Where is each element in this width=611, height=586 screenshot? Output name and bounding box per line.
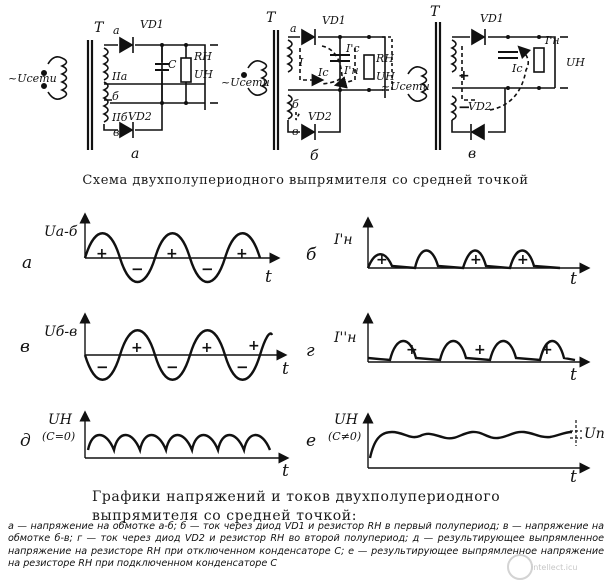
graph-g-plus-1: +: [406, 342, 418, 358]
graph-b-plus-1: +: [376, 252, 388, 268]
graph-v-minus-3: −: [236, 358, 249, 376]
graph-v-letter: в: [20, 337, 30, 357]
label-res-b: RН: [375, 52, 394, 65]
primary-coil: [60, 57, 68, 99]
label-vd2-v: VD2: [468, 100, 492, 113]
graph-e-ylabel2: (C≠0): [328, 430, 361, 443]
graph-a-minus-2: −: [201, 260, 214, 278]
graph-v-plus-2: +: [201, 340, 213, 356]
graph-g-t: t: [570, 365, 577, 385]
graph-b-ylabel: I'н: [333, 232, 353, 248]
graph-d: [79, 410, 290, 464]
watermark-logo: intellect.icu: [507, 554, 603, 580]
label-vd1-v: VD1: [480, 12, 504, 25]
graph-d-t: t: [282, 461, 289, 481]
graph-a-ylabel: Uа-б: [44, 224, 78, 240]
schema-caption: Схема двухполупериодного выпрямителя со …: [82, 173, 529, 188]
graph-g: [362, 312, 591, 368]
wave-b: [366, 249, 561, 270]
graph-e-ylabel: UН: [334, 412, 359, 428]
graph-v: [79, 312, 288, 381]
graph-a-letter: а: [22, 253, 32, 273]
label-mains-a: ~Uсети: [8, 72, 57, 85]
graph-v-minus-1: −: [96, 358, 109, 376]
plus-v1: +: [458, 68, 470, 84]
minus-v1: −: [458, 98, 471, 116]
graphs-caption: Графики напряжений и токов двухполуперио…: [92, 489, 501, 524]
graph-d-letter: д: [20, 431, 31, 451]
label-current-I: I: [298, 56, 304, 69]
label-vd2-a: VD2: [128, 110, 152, 123]
label-node-v-b: в: [292, 125, 298, 138]
wave-d: [86, 433, 272, 455]
graph-v-t: t: [282, 359, 289, 379]
label-node-b-b: б: [292, 98, 299, 111]
graph-v-ylabel: Uб-в: [44, 324, 77, 340]
graph-e-ripple: Uп: [584, 426, 605, 442]
circuit-a: [40, 36, 218, 150]
watermark-text: intellect.icu: [531, 563, 578, 572]
wave-g: [367, 339, 576, 362]
graph-g-letter: г: [306, 341, 315, 361]
label-cap-a: C: [168, 58, 177, 71]
graph-g-plus-3: +: [541, 342, 553, 358]
label-un-a: UН: [194, 68, 213, 81]
wave-a: [83, 232, 262, 284]
label-un-v: UН: [566, 56, 585, 69]
graph-b-plus-2: +: [470, 252, 482, 268]
label-cap-b: I'c: [345, 42, 360, 55]
label-sub-a: а: [131, 146, 139, 162]
label-ic-v: Ic: [511, 62, 523, 75]
graph-b-t: t: [570, 269, 577, 289]
label-res-a: RН: [193, 50, 212, 63]
label-sub-b: б: [310, 148, 319, 164]
graph-a-plus-2: +: [166, 246, 178, 262]
wave-v: [83, 329, 274, 381]
graph-b-plus-3: +: [517, 252, 529, 268]
label-mains-b: ~Uсети: [221, 76, 270, 89]
graph-e: [362, 412, 591, 474]
circuit-b: [241, 28, 393, 150]
graphs-legend: а — напряжение на обмотке а-б; б — ток ч…: [8, 521, 604, 569]
graph-g-ylabel: I''н: [333, 330, 356, 346]
graph-a-plus-3: +: [236, 246, 248, 262]
label-un-b: UН: [376, 70, 395, 83]
label-T-b: T: [266, 10, 277, 26]
graph-v-minus-2: −: [166, 358, 179, 376]
label-vd1-a: VD1: [140, 18, 164, 31]
graph-g-plus-2: +: [474, 342, 486, 358]
label-node-v-a: в: [113, 126, 119, 139]
graph-b: [362, 216, 591, 274]
graph-d-ylabel2: (C=0): [42, 430, 75, 443]
graph-a-plus-1: +: [96, 246, 108, 262]
circuit-v: [407, 22, 568, 150]
graph-v-plus-1: +: [131, 340, 143, 356]
label-in-v: I'н: [544, 34, 560, 47]
label-winding-b: IIб: [111, 111, 128, 124]
graph-a-t: t: [265, 267, 272, 287]
graph-a-minus-1: −: [131, 260, 144, 278]
label-node-a-b: а: [290, 22, 297, 35]
label-T-v: T: [430, 4, 441, 20]
label-T-a: T: [94, 20, 105, 36]
graph-b-letter: б: [306, 245, 317, 265]
graph-v-plus-3: +: [248, 338, 260, 354]
graph-d-ylabel: UН: [48, 412, 73, 428]
label-mains-v: ~Uсети: [381, 80, 430, 93]
label-sub-v: в: [468, 146, 476, 162]
watermark-icon: [507, 554, 533, 580]
label-node-a: а: [113, 24, 120, 37]
graph-e-letter: е: [306, 431, 316, 451]
label-vd1-b: VD1: [322, 14, 346, 27]
label-current-Ic: Ic: [317, 66, 329, 79]
wave-e: [368, 430, 573, 459]
graph-e-t: t: [570, 467, 577, 487]
label-in-b: I'н: [343, 64, 359, 77]
label-node-b-a: б: [112, 90, 119, 103]
label-vd2-b: VD2: [308, 110, 332, 123]
graph-a: [79, 212, 281, 284]
label-winding-a: IIа: [111, 70, 127, 83]
